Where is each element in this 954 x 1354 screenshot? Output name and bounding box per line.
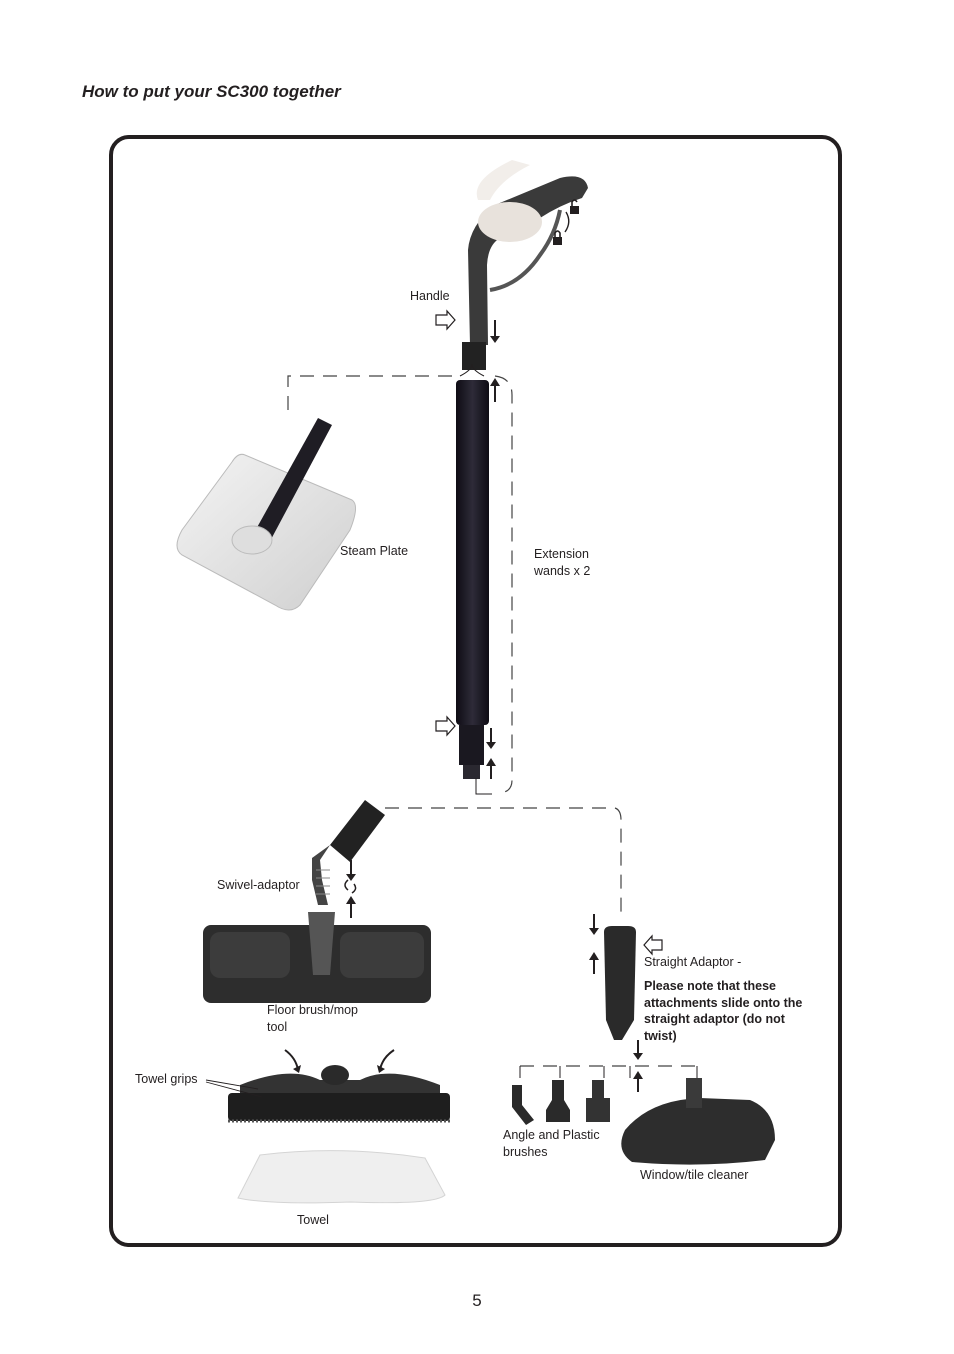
up-arrow-icon — [486, 758, 496, 779]
push-arrow-icon — [435, 715, 456, 737]
steam-plate-illustration — [176, 418, 356, 611]
handle-illustration — [462, 160, 588, 370]
down-arrow-icon — [346, 860, 356, 881]
swivel-adaptor-label: Swivel-adaptor — [217, 878, 300, 892]
straight-adaptor-illustration — [604, 926, 636, 1040]
angle-brushes-illustration — [512, 1080, 610, 1125]
rotate-arrow-icon — [564, 211, 570, 233]
angle-brushes-label-line1: Angle and Plastic — [503, 1128, 600, 1142]
towel-grips-label: Towel grips — [135, 1072, 198, 1086]
up-arrow-icon — [589, 952, 599, 974]
connector-lines — [287, 375, 700, 1067]
extension-wands-label-line2: wands x 2 — [534, 564, 591, 578]
floor-brush-label-line2: tool — [267, 1020, 288, 1034]
floor-brush-illustration — [203, 912, 431, 1003]
unlock-icon — [570, 199, 579, 214]
extension-wand-illustration — [456, 380, 489, 779]
up-arrow-icon — [633, 1071, 643, 1092]
floor-brush-label-line1: Floor brush/mop — [267, 1003, 359, 1017]
up-arrow-icon — [490, 378, 500, 402]
straight-adaptor-label: Straight Adaptor - — [644, 955, 742, 969]
straight-adaptor-note-line1: Please note that these — [644, 979, 776, 993]
rotate-icon — [344, 879, 357, 894]
lock-icon — [553, 230, 562, 245]
straight-adaptor-note-line2: attachments slide onto the — [644, 996, 803, 1010]
window-cleaner-label: Window/tile cleaner — [640, 1168, 749, 1182]
push-arrow-icon — [435, 309, 456, 331]
steam-plate-label: Steam Plate — [340, 544, 409, 558]
angle-brushes-label-line2: brushes — [503, 1145, 548, 1159]
swivel-adaptor-illustration — [312, 800, 385, 905]
extension-wands-label-line1: Extension — [534, 547, 589, 561]
down-arrow-icon — [490, 320, 500, 343]
window-cleaner-illustration — [621, 1078, 775, 1165]
page-heading: How to put your SC300 together — [82, 82, 341, 101]
towel-grips-illustration — [228, 1065, 450, 1123]
diagram-frame — [109, 135, 842, 1247]
towel-illustration — [237, 1150, 446, 1204]
straight-adaptor-note-line3: straight adaptor (do not — [644, 1012, 785, 1026]
page-number: 5 — [472, 1291, 482, 1310]
towel-label: Towel — [297, 1213, 329, 1227]
straight-adaptor-note-line4: twist) — [644, 1029, 677, 1043]
push-arrow-icon — [643, 934, 663, 956]
down-arrow-icon — [486, 728, 496, 749]
down-arrow-icon — [589, 914, 599, 935]
down-arrow-icon — [633, 1040, 643, 1060]
up-arrow-icon — [346, 896, 356, 918]
handle-label: Handle — [410, 289, 450, 303]
